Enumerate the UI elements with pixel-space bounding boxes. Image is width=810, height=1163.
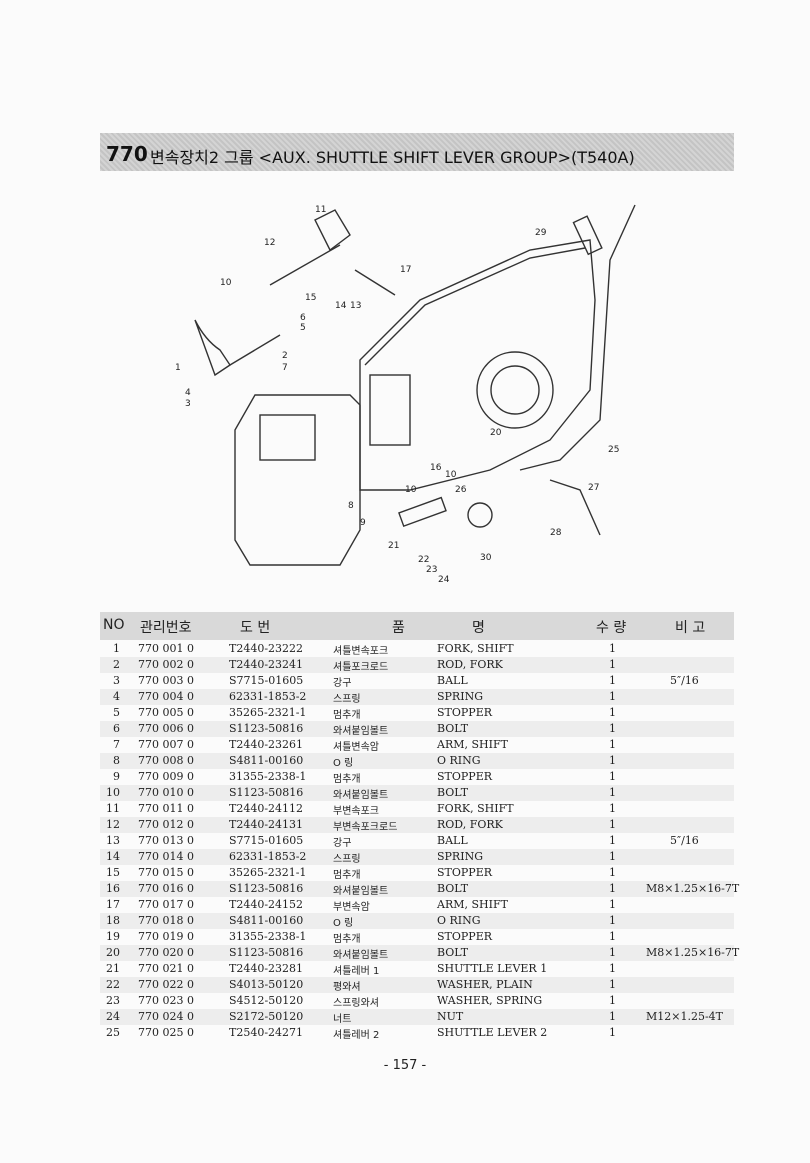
callout: 27 (588, 483, 599, 493)
lever-25 (519, 204, 636, 471)
callout: 14 (335, 301, 347, 311)
callout: 9 (360, 518, 366, 528)
callout: 6 (300, 313, 306, 323)
housing-window (369, 374, 411, 446)
callout: 1 (175, 363, 181, 373)
callout: 2 (282, 351, 288, 361)
knob-30 (467, 502, 493, 528)
shaft-21 (398, 496, 447, 527)
housing-flange (364, 247, 586, 366)
callout: 8 (348, 501, 354, 511)
page-number: - 157 - (383, 1058, 427, 1073)
callout: 26 (455, 485, 467, 495)
callout: 3 (185, 399, 191, 409)
callout: 10 (445, 470, 457, 480)
callout: 24 (438, 575, 450, 585)
callout: 7 (282, 363, 288, 373)
header-mgmt: 관리번호 (140, 620, 192, 636)
callout: 16 (430, 463, 442, 473)
callout: 29 (535, 228, 547, 238)
callout: 13 (350, 301, 361, 311)
section-title-bar: 770 변속장치2 그룹 <AUX. SHUTTLE SHIFT LEVER G… (100, 133, 734, 171)
callout: 11 (315, 205, 326, 215)
header-no: NO (103, 617, 125, 633)
rod-2 (229, 334, 281, 366)
callout: 10 (405, 485, 417, 495)
callout: 10 (220, 278, 232, 288)
callout: 25 (608, 445, 619, 455)
section-number: 770 (106, 142, 148, 166)
header-name-eng: 명 (472, 620, 485, 636)
callout: 21 (388, 541, 399, 551)
callout: 12 (264, 238, 275, 248)
housing-bore-inner (490, 365, 540, 415)
header-qty: 수 량 (596, 620, 627, 636)
housing-outline (359, 239, 596, 491)
knob-29 (572, 215, 603, 256)
arm-17 (354, 269, 396, 296)
header-part: 도 번 (240, 620, 271, 636)
section-title: 변속장치2 그룹 <AUX. SHUTTLE SHIFT LEVER GROUP… (150, 148, 635, 167)
rod-12 (269, 244, 341, 286)
callout: 15 (305, 293, 316, 303)
front-case (234, 394, 361, 566)
callout: 17 (400, 265, 411, 275)
callout: 4 (185, 388, 191, 398)
exploded-parts-diagram: 11 12 10 15 14 13 17 6 5 1 2 7 4 3 29 20… (175, 204, 636, 585)
fork-11 (314, 209, 351, 252)
table-header: NO 관리번호 도 번 품 명 수 량 비 고 (100, 612, 734, 640)
callout: 23 (426, 565, 437, 575)
callout: 5 (300, 323, 306, 333)
callout: 20 (490, 428, 502, 438)
callout: 28 (550, 528, 562, 538)
header-name-kor: 품 (392, 620, 405, 636)
housing-bore (476, 351, 554, 429)
callout: 30 (480, 553, 492, 563)
callout: 22 (418, 555, 429, 565)
header-note: 비 고 (675, 620, 706, 636)
fork-1 (194, 319, 231, 377)
front-case-window (259, 414, 316, 461)
lever-27 (549, 479, 601, 536)
